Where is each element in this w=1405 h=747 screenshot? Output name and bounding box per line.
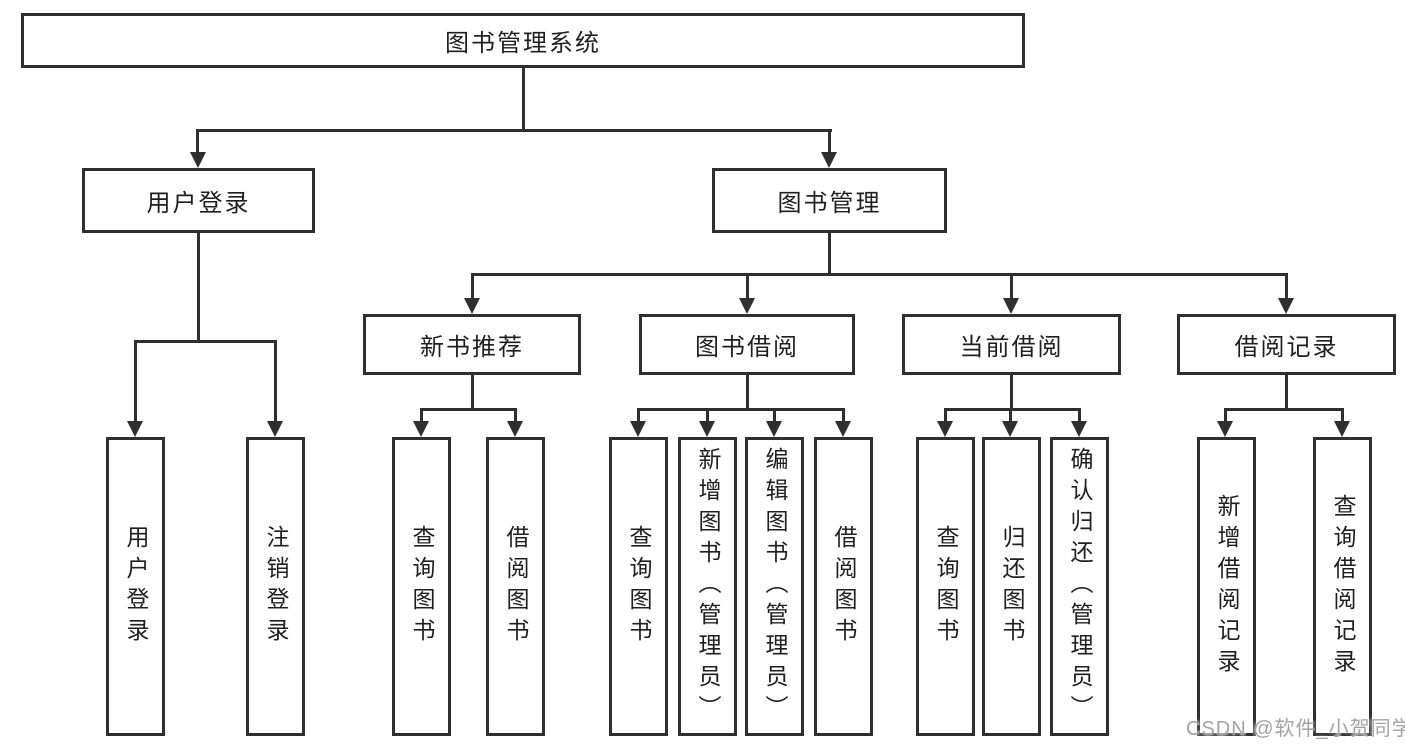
- connector-bb-edit-drop: [773, 408, 776, 424]
- connector-current-borrow-horizontal: [944, 408, 1081, 411]
- connector-borrow-record-stem: [1285, 375, 1288, 411]
- arrowhead-nb-query: [413, 421, 429, 437]
- arrowhead-cb-confirm: [1071, 421, 1087, 437]
- connector-user-login-stem: [197, 233, 200, 343]
- connector-book-borrow-horizontal: [637, 408, 845, 411]
- leaf-bb-query-books: 查询图书: [609, 437, 668, 736]
- connector-new-book-stem: [471, 375, 474, 411]
- connector-borrow-record-horizontal: [1224, 408, 1344, 411]
- connector-borrow-record-drop: [1285, 273, 1288, 299]
- arrowhead-bb-query: [630, 421, 646, 437]
- connector-root-stem: [522, 68, 525, 132]
- leaf-bb-borrow-books: 借阅图书: [814, 437, 873, 736]
- arrowhead-br-query: [1334, 421, 1350, 437]
- connector-br-add-drop: [1224, 408, 1227, 424]
- leaf-nb-borrow-books: 借阅图书: [486, 437, 545, 736]
- connector-book-borrow-stem: [746, 375, 749, 411]
- connector-current-borrow-drop: [1010, 273, 1013, 299]
- arrowhead-leaf-logout: [267, 421, 283, 437]
- connector-new-book-horizontal: [420, 408, 517, 411]
- connector-nb-query-drop: [420, 408, 423, 424]
- node-book-borrow: 图书借阅: [639, 314, 855, 375]
- csdn-watermark: CSDN @软件_小贺同学: [1186, 718, 1405, 740]
- arrowhead-br-add: [1217, 421, 1233, 437]
- connector-book-mgmt-stem: [828, 233, 831, 276]
- connector-user-login-horizontal: [134, 340, 277, 343]
- arrowhead-borrow-record: [1278, 298, 1294, 314]
- leaf-bb-edit-books-admin: 编辑图书（管理员）: [745, 437, 804, 736]
- connector-book-borrow-drop: [746, 273, 749, 299]
- connector-leaf-logout-drop: [274, 340, 277, 422]
- arrowhead-user-login: [190, 152, 206, 168]
- connector-bb-borrow-drop: [842, 408, 845, 424]
- connector-new-book-drop: [471, 273, 474, 299]
- arrowhead-bb-edit: [766, 421, 782, 437]
- leaf-cb-confirm-return-admin: 确认归还（管理员）: [1050, 437, 1109, 736]
- arrowhead-bb-borrow: [835, 421, 851, 437]
- arrowhead-book-mgmt: [821, 152, 837, 168]
- node-current-borrow: 当前借阅: [902, 314, 1121, 375]
- connector-level3-horizontal: [471, 273, 1288, 276]
- node-book-management: 图书管理: [712, 168, 947, 233]
- leaf-cb-return-books: 归还图书: [982, 437, 1041, 736]
- connector-nb-borrow-drop: [514, 408, 517, 424]
- leaf-bb-add-books-admin: 新增图书（管理员）: [678, 437, 737, 736]
- connector-bb-query-drop: [637, 408, 640, 424]
- connector-book-mgmt-drop: [828, 129, 831, 157]
- connector-cb-confirm-drop: [1078, 408, 1081, 424]
- arrowhead-nb-borrow: [507, 421, 523, 437]
- leaf-nb-query-books: 查询图书: [392, 437, 451, 736]
- leaf-user-login: 用户登录: [106, 437, 165, 736]
- arrowhead-current-borrow: [1003, 298, 1019, 314]
- node-new-book-recommend: 新书推荐: [363, 314, 581, 375]
- arrowhead-bb-add: [699, 421, 715, 437]
- connector-leaf-user-login-drop: [134, 340, 137, 422]
- node-user-login: 用户登录: [82, 168, 315, 233]
- arrowhead-new-book-rec: [464, 298, 480, 314]
- connector-bb-add-drop: [706, 408, 709, 424]
- connector-level1-horizontal: [196, 129, 832, 132]
- connector-cb-return-drop: [1009, 408, 1012, 424]
- leaf-logout-login: 注销登录: [246, 437, 305, 736]
- connector-current-borrow-stem: [1010, 375, 1013, 411]
- arrowhead-leaf-user-login: [127, 421, 143, 437]
- arrowhead-cb-return: [1002, 421, 1018, 437]
- arrowhead-cb-query: [937, 421, 953, 437]
- node-borrow-record: 借阅记录: [1177, 314, 1396, 375]
- leaf-br-add-record: 新增借阅记录: [1197, 437, 1256, 736]
- connector-br-query-drop: [1341, 408, 1344, 424]
- connector-user-login-drop: [196, 129, 199, 157]
- node-root-library-system: 图书管理系统: [21, 13, 1025, 68]
- leaf-br-query-record: 查询借阅记录: [1313, 437, 1372, 736]
- leaf-cb-query-books: 查询图书: [916, 437, 975, 736]
- connector-cb-query-drop: [944, 408, 947, 424]
- arrowhead-book-borrow: [739, 298, 755, 314]
